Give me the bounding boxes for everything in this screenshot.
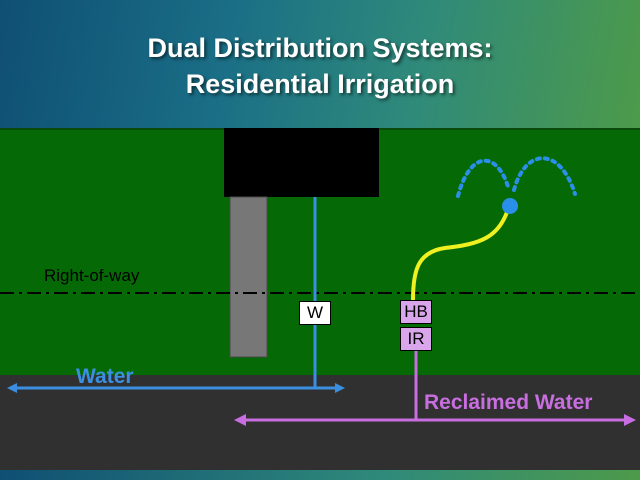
irrigation-box: IR [400,327,432,351]
hose-bib-box: HB [400,300,432,324]
reclaimed-water-label: Reclaimed Water [424,391,593,414]
title-line-1: Dual Distribution Systems: [147,33,493,63]
right-of-way-label: Right-of-way [44,266,140,285]
house [224,128,379,197]
irrigation-hose [411,205,511,301]
water-meter-box: W [299,301,331,325]
sprinkler-head [502,198,518,214]
spray-arc-right [512,156,577,196]
spray-arc-left [456,158,511,198]
title-line-2: Residential Irrigation [185,69,455,99]
header-banner [0,0,640,128]
footer-bar [0,470,640,480]
slide-title: Dual Distribution Systems: Residential I… [0,30,640,102]
water-label: Water [76,365,134,388]
driveway [229,196,268,358]
